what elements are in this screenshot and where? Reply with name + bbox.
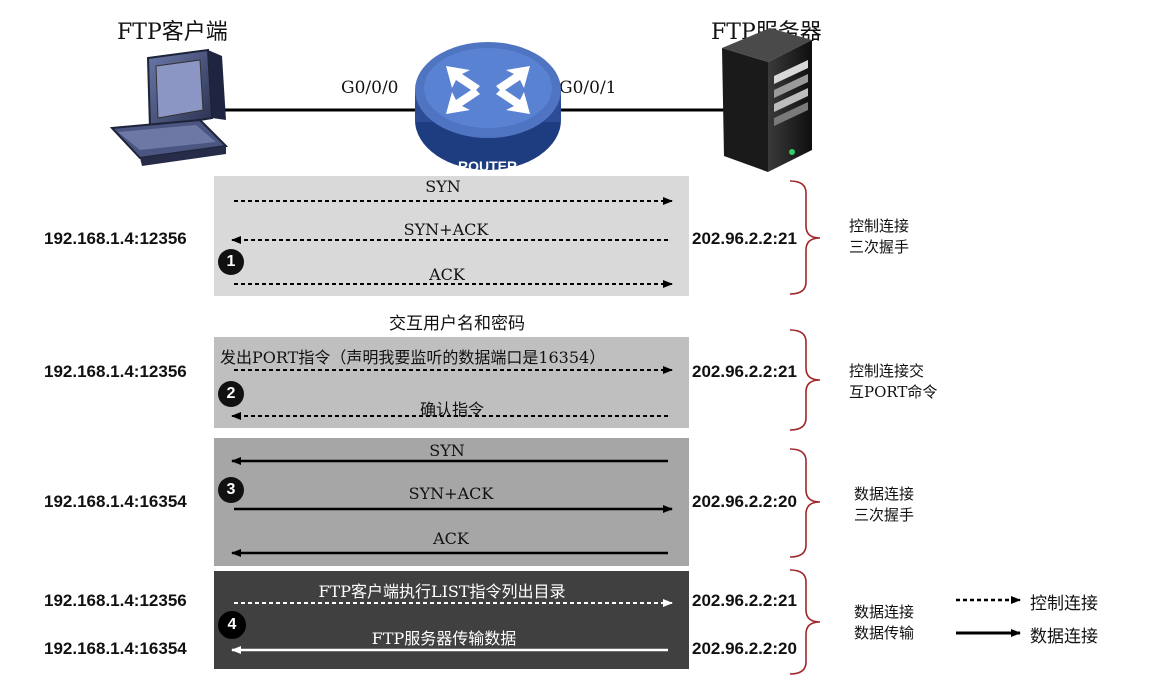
port-left-label: G0/0/0 — [341, 78, 399, 98]
brace-phase4 — [789, 569, 821, 675]
phase3-msg-syn: SYN — [429, 441, 465, 460]
phase4-client-addr1: 192.168.1.4:12356 — [44, 591, 187, 610]
phase3-server-addr: 202.96.2.2:20 — [692, 492, 797, 511]
phase3-client-addr: 192.168.1.4:16354 — [44, 492, 187, 511]
legend-control-label: 控制连接 — [1030, 594, 1098, 614]
phase2-msg-port: 发出PORT指令（声明我要监听的数据端口是16354） — [220, 348, 606, 367]
phase2-panel — [214, 337, 689, 428]
interlude-label: 交互用户名和密码 — [389, 314, 525, 334]
step-4-badge: 4 — [218, 611, 246, 639]
phase2-client-addr: 192.168.1.4:12356 — [44, 362, 187, 381]
router-label: ROUTER — [458, 158, 518, 174]
phase4-brace-label: 数据连接 数据传输 — [854, 602, 914, 644]
brace-phase1 — [789, 180, 821, 295]
phase4-client-addr2: 192.168.1.4:16354 — [44, 639, 187, 658]
phase1-msg-syn: SYN — [425, 177, 461, 196]
phase4-panel — [214, 571, 689, 669]
phase1-server-addr: 202.96.2.2:21 — [692, 229, 797, 248]
port-right-label: G0/0/1 — [559, 78, 617, 98]
phase1-client-addr: 192.168.1.4:12356 — [44, 229, 187, 248]
phase2-brace-line1: 控制连接交 — [849, 362, 925, 380]
phase3-brace-line1: 数据连接 — [854, 485, 915, 503]
computer-icon — [109, 48, 229, 166]
phase2-brace-line2: 互PORT命令 — [849, 383, 938, 401]
client-label: FTP客户端 — [117, 20, 228, 45]
server-icon — [722, 28, 812, 172]
phase2-msg-confirm: 确认指令 — [419, 400, 485, 419]
phase3-msg-synack: SYN+ACK — [408, 484, 494, 503]
router-icon — [415, 42, 561, 170]
phase1-brace-line1: 控制连接 — [849, 217, 910, 235]
phase2-server-addr: 202.96.2.2:21 — [692, 362, 797, 381]
brace-phase2 — [789, 329, 821, 431]
phase3-brace-line2: 三次握手 — [854, 506, 915, 524]
phase3-msg-ack: ACK — [433, 529, 469, 548]
braces — [789, 180, 821, 675]
phase4-brace-line1: 数据连接 — [854, 603, 915, 621]
phase1-brace-line2: 三次握手 — [849, 238, 910, 256]
phase3-panel — [214, 438, 689, 566]
phase1-msg-ack: ACK — [429, 265, 465, 284]
brace-phase3 — [789, 448, 821, 558]
phase4-msg-list: FTP客户端执行LIST指令列出目录 — [318, 582, 566, 601]
phase4-server-addr1: 202.96.2.2:21 — [692, 591, 797, 610]
legend-data-label: 数据连接 — [1030, 627, 1098, 647]
phase1-panel — [214, 176, 689, 296]
phase2-brace-label: 控制连接交 互PORT命令 — [849, 361, 937, 403]
phase4-msg-transfer: FTP服务器传输数据 — [371, 629, 517, 648]
phase4-brace-line2: 数据传输 — [854, 624, 915, 642]
phase3-brace-label: 数据连接 三次握手 — [854, 484, 914, 526]
step-3-badge: 3 — [218, 477, 244, 503]
phase1-msg-synack: SYN+ACK — [403, 220, 489, 239]
phase1-brace-label: 控制连接 三次握手 — [849, 216, 909, 258]
phase4-server-addr2: 202.96.2.2:20 — [692, 639, 797, 658]
step-2-badge: 2 — [218, 381, 244, 407]
step-1-badge: 1 — [218, 249, 244, 275]
